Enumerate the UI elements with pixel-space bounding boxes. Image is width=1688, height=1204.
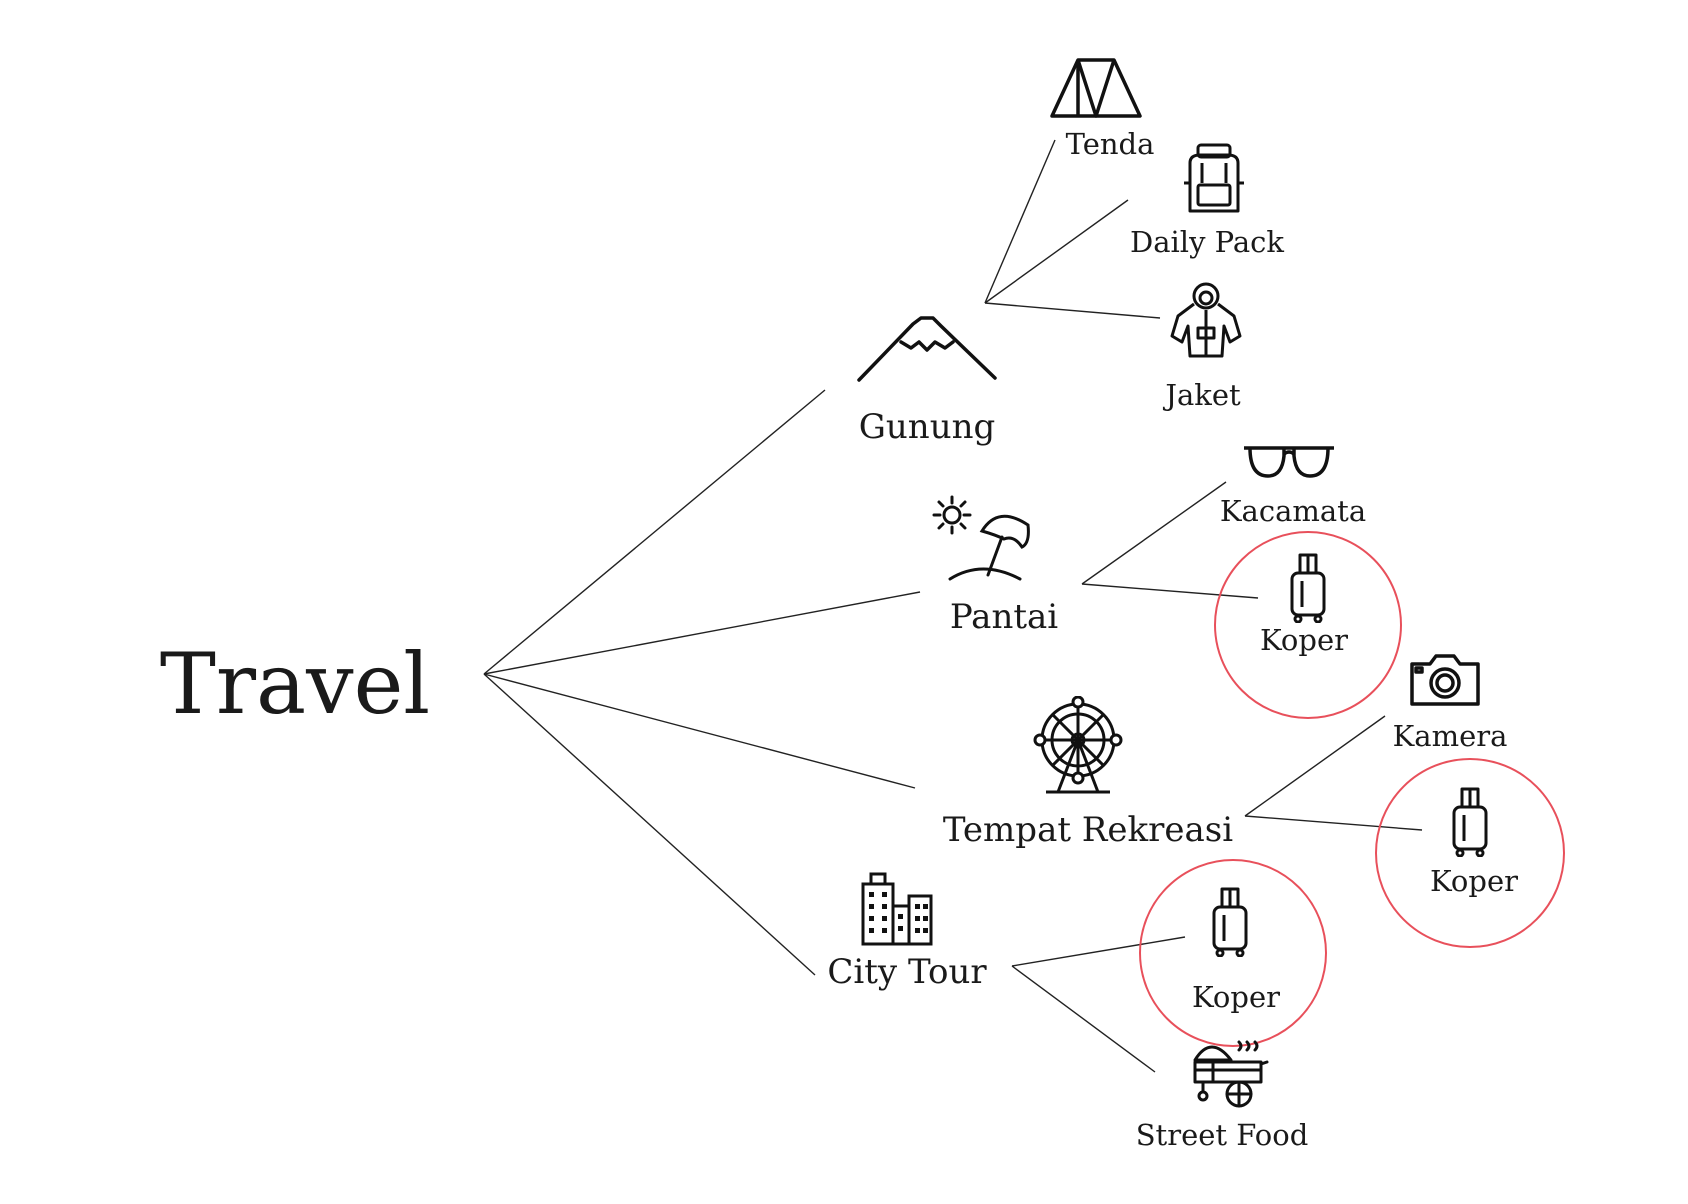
link-rekreasi-kamera: [1244, 715, 1386, 817]
item-label-daily-pack: Daily Pack: [1129, 225, 1285, 259]
suitcase-icon: [1210, 887, 1250, 957]
link-pantai-kacamata: [1081, 481, 1227, 585]
link-root-pantai: [483, 591, 921, 675]
camera-icon: [1408, 652, 1482, 708]
link-gunung-tenda: [984, 139, 1056, 304]
suitcase-icon: [1450, 787, 1490, 857]
highlight-ring-koper-pantai: [1214, 531, 1402, 719]
category-label-pantai: Pantai: [949, 597, 1059, 637]
link-gunung-jaket: [984, 302, 1161, 319]
city-buildings-icon: [857, 868, 937, 948]
link-root-rekreasi: [483, 673, 916, 789]
item-label-tenda: Tenda: [1065, 127, 1155, 161]
highlight-ring-koper-city: [1139, 859, 1327, 1047]
ferris-wheel-icon: [1028, 696, 1128, 796]
link-city-streetfood: [1011, 965, 1156, 1073]
highlight-ring-koper-rekreasi: [1375, 758, 1565, 948]
root-label-travel: Travel: [159, 635, 431, 733]
item-label-street-food: Street Food: [1135, 1118, 1309, 1152]
link-root-gunung: [483, 389, 826, 675]
jacket-icon: [1168, 282, 1244, 358]
item-label-koper-city: Koper: [1192, 980, 1280, 1014]
link-gunung-dailypack: [984, 199, 1129, 304]
suitcase-icon: [1288, 553, 1328, 623]
tent-icon: [1048, 56, 1144, 120]
category-label-tempat-rekreasi: Tempat Rekreasi: [942, 810, 1234, 850]
link-root-city: [483, 673, 816, 976]
sunglasses-icon: [1242, 442, 1336, 482]
category-label-gunung: Gunung: [858, 407, 996, 447]
item-label-kacamata: Kacamata: [1219, 494, 1367, 528]
beach-umbrella-icon: [930, 495, 1040, 585]
food-cart-icon: [1189, 1034, 1269, 1110]
category-label-city-tour: City Tour: [827, 952, 987, 992]
item-label-kamera: Kamera: [1392, 719, 1508, 753]
item-label-koper-rekreasi: Koper: [1430, 864, 1518, 898]
mountain-icon: [855, 312, 999, 384]
item-label-koper-pantai: Koper: [1260, 623, 1348, 657]
item-label-jaket: Jaket: [1165, 378, 1241, 412]
backpack-icon: [1182, 143, 1246, 217]
